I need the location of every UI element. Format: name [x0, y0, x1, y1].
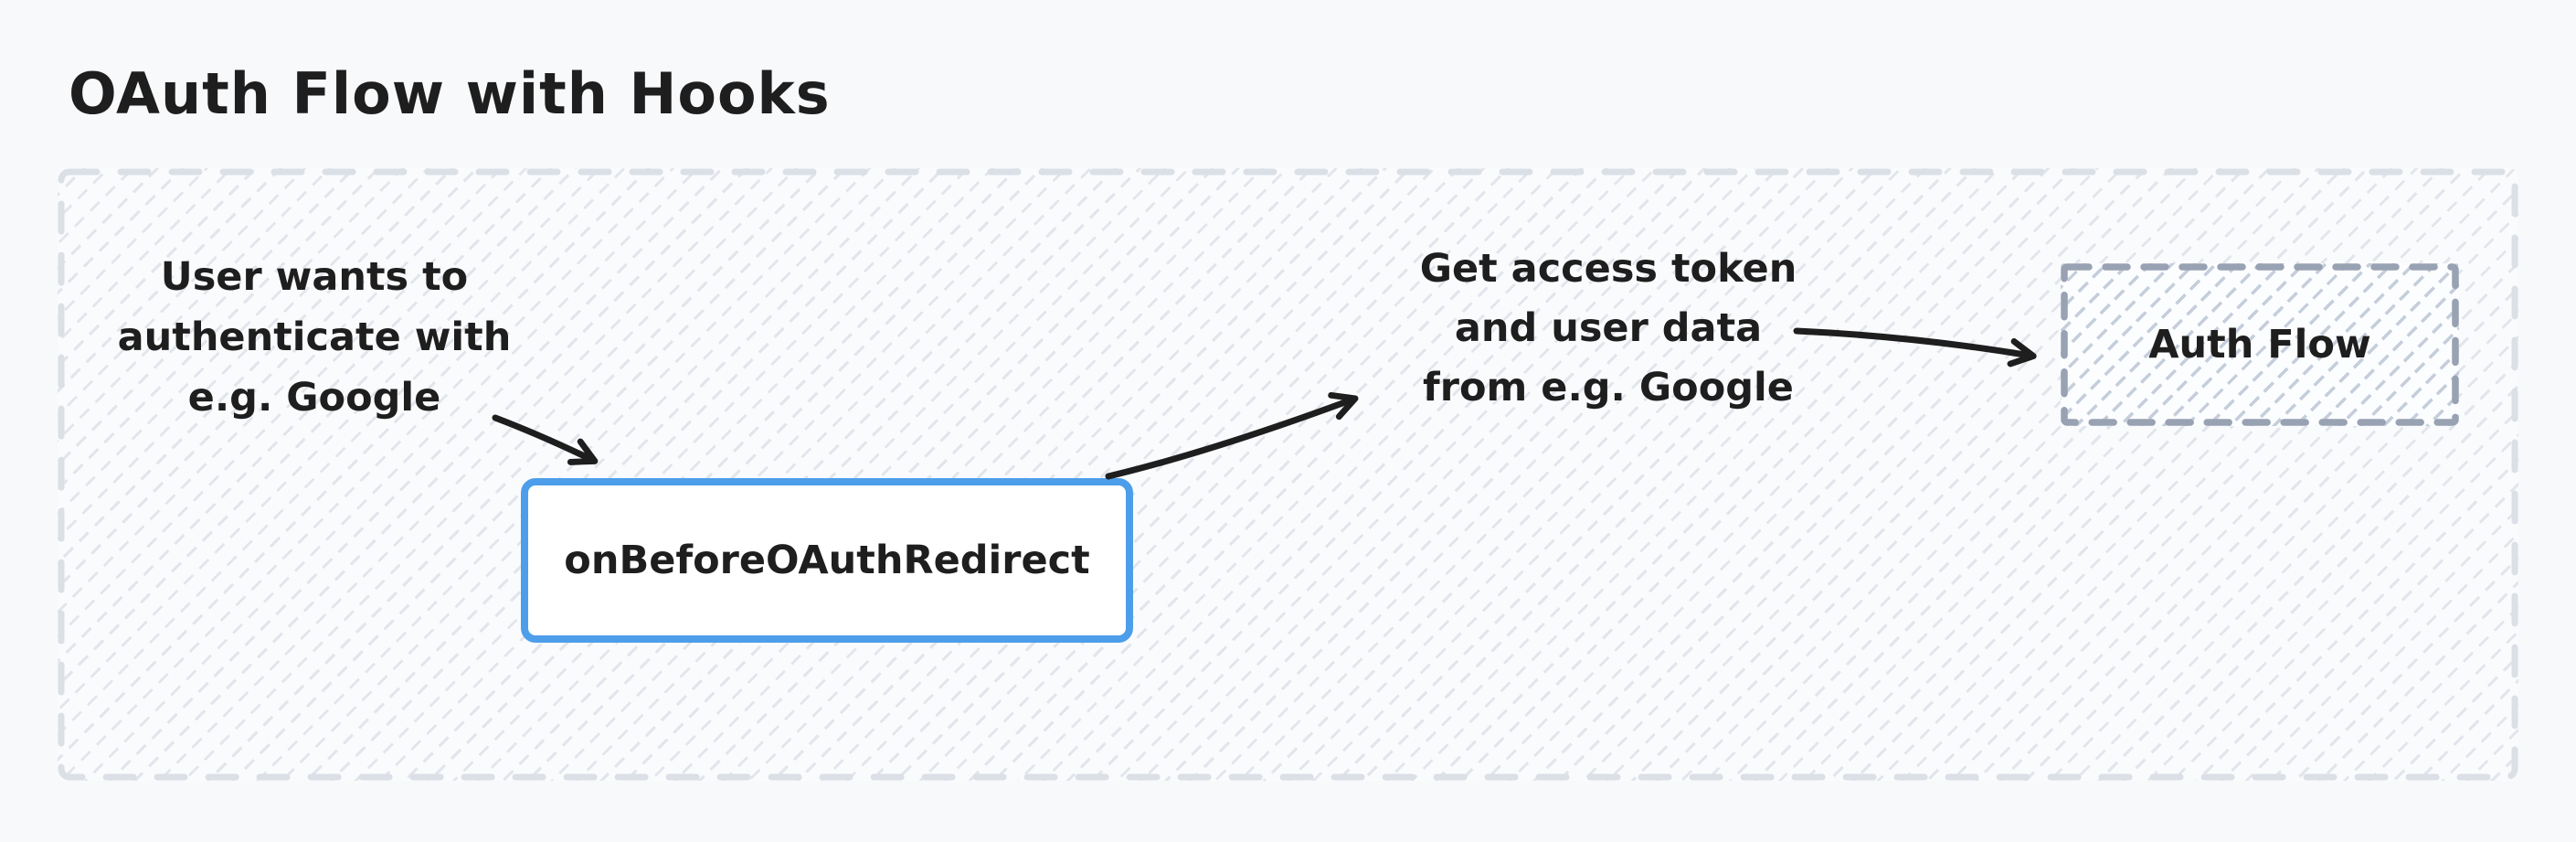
user-intent-label: User wants to authenticate with e.g. Goo…	[117, 254, 512, 421]
frame-dashed-border	[58, 168, 2518, 781]
auth-flow-dashed-border	[2061, 263, 2459, 426]
hook-node-label: onBeforeOAuthRedirect	[564, 538, 1090, 583]
auth-flow-node-label: Auth Flow	[2148, 322, 2371, 368]
get-token-label: Get access token and user data from e.g.…	[1419, 246, 1797, 410]
oauth-flow-frame: User wants to authenticate with e.g. Goo…	[58, 168, 2518, 781]
hook-node: onBeforeOAuthRedirect	[521, 478, 1133, 643]
diagram-title: OAuth Flow with Hooks	[69, 60, 831, 127]
auth-flow-node: Auth Flow	[2061, 263, 2459, 426]
